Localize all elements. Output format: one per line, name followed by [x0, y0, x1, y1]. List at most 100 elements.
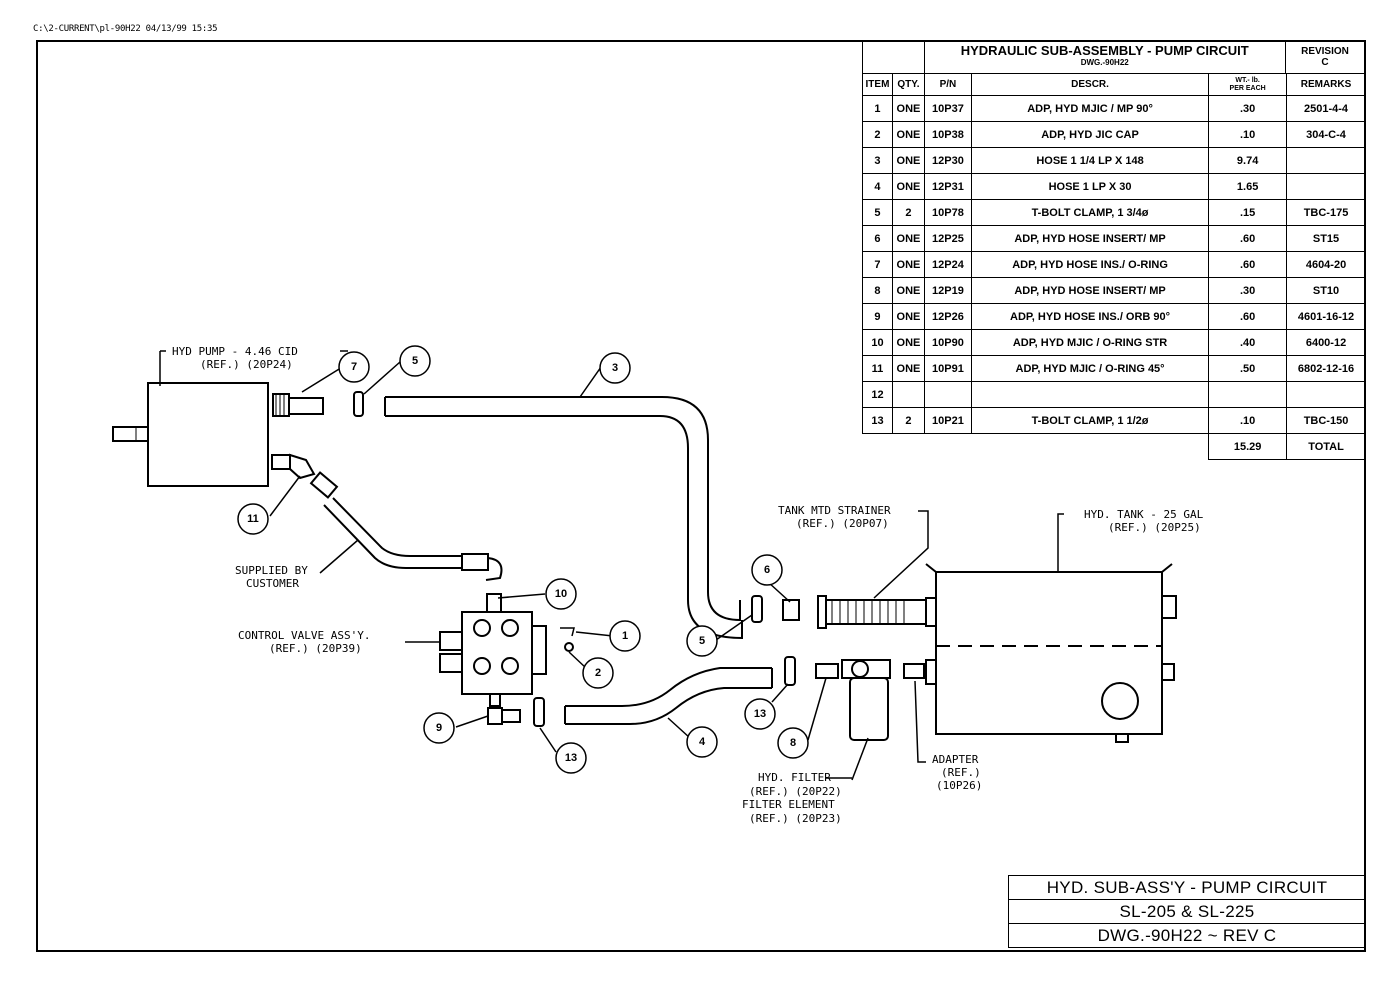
title-block-line3: DWG.-90H22 ~ REV C — [1008, 923, 1366, 948]
balloon-5-lower-text: 5 — [699, 635, 705, 647]
tank-label: HYD. TANK - 25 GAL — [1084, 508, 1204, 521]
bom-cell-descr: ADP, HYD HOSE INSERT/ MP — [970, 277, 1210, 304]
bom-cell-qty: 2 — [891, 407, 925, 434]
bom-cell-item: 6 — [862, 225, 893, 252]
bom-cell-qty: ONE — [891, 303, 925, 330]
bom-title: HYDRAULIC SUB-ASSEMBLY - PUMP CIRCUIT — [960, 43, 1249, 58]
adapter-label: ADAPTER — [932, 753, 979, 766]
balloon-7 — [338, 351, 370, 383]
strainer-ref: (REF.) (20P07) — [796, 517, 889, 530]
hose-4-outline — [565, 667, 772, 707]
bom-cell-qty: ONE — [891, 355, 925, 382]
bom-cell-qty: ONE — [891, 121, 925, 148]
bom-cell-descr: HOSE 1 LP X 30 — [970, 173, 1210, 200]
title-block: HYD. SUB-ASS'Y - PUMP CIRCUIT SL-205 & S… — [1008, 875, 1366, 948]
bom-cell-item: 1 — [862, 95, 893, 122]
title-block-line1: HYD. SUB-ASS'Y - PUMP CIRCUIT — [1008, 875, 1366, 900]
bom-cell-item: 2 — [862, 121, 893, 148]
balloon-13-right — [744, 698, 776, 730]
drawing-border — [36, 40, 1366, 952]
bom-cell-descr: ADP, HYD JIC CAP — [970, 121, 1210, 148]
balloon-4-text: 4 — [699, 736, 706, 748]
filter-element-label: FILTER ELEMENT — [742, 798, 835, 811]
balloon-2-text: 2 — [595, 667, 601, 679]
bom-cell-descr: HOSE 1 1/4 LP X 148 — [970, 147, 1210, 174]
bom-cell-descr: ADP, HYD HOSE INS./ ORB 90° — [970, 303, 1210, 330]
clamp-5-lower — [751, 595, 763, 623]
balloon-13-right-text: 13 — [754, 708, 766, 720]
bom-cell-remarks: 4604-20 — [1286, 251, 1366, 278]
fitting-11 — [271, 453, 316, 480]
clamp-5-top — [353, 391, 364, 417]
balloon-9-text: 9 — [436, 722, 442, 734]
revision-label: REVISION — [1301, 46, 1349, 57]
balloon-13-left-text: 13 — [565, 752, 577, 764]
bom-cell-descr: ADP, HYD MJIC / MP 90° — [970, 95, 1210, 122]
bom-cell-qty: 2 — [891, 199, 925, 226]
fitting-8 — [815, 663, 839, 679]
bom-cell-wt: 1.65 — [1208, 173, 1288, 200]
balloon-1 — [609, 620, 641, 652]
filter-element-ref: (REF.) (20P23) — [749, 812, 842, 825]
bom-cell-remarks: ST15 — [1286, 225, 1366, 252]
balloon-5-top — [399, 345, 431, 377]
control-valve — [439, 593, 575, 725]
bom-dwg-number: DWG.-90H22 — [1080, 58, 1129, 67]
bom-cell-pn: 10P91 — [923, 355, 972, 382]
hydraulic-filter — [841, 659, 891, 741]
clamp-13-right — [784, 656, 796, 686]
bom-cell-qty: ONE — [891, 225, 925, 252]
bom-cell-pn: 10P78 — [923, 199, 972, 226]
file-stamp: C:\2-CURRENT\pl-90H22 04/13/99 15:35 — [33, 24, 218, 34]
balloon-6-text: 6 — [764, 564, 770, 576]
balloon-13-left — [555, 742, 587, 774]
hydraulic-tank — [925, 563, 1177, 743]
bom-cell-descr: ADP, HYD MJIC / O-RING STR — [970, 329, 1210, 356]
customer-hose — [309, 471, 503, 581]
valve-label: CONTROL VALVE ASS'Y. — [238, 629, 370, 642]
customer-label-2: CUSTOMER — [246, 577, 299, 590]
bom-cell-item: 5 — [862, 199, 893, 226]
balloon-11-text: 11 — [247, 513, 259, 525]
bom-cell-descr: T-BOLT CLAMP, 1 3/4ø — [970, 199, 1210, 226]
adapter-fitting — [903, 663, 925, 679]
bom-cell-pn: 10P21 — [923, 407, 972, 434]
balloon-3 — [599, 352, 631, 384]
bom-cell-wt: .30 — [1208, 95, 1288, 122]
valve-ref: (REF.) (20P39) — [269, 642, 362, 655]
bom-cell-item: 7 — [862, 251, 893, 278]
tank-ref: (REF.) (20P25) — [1108, 521, 1201, 534]
bom-cell-pn: 10P38 — [923, 121, 972, 148]
bom-cell-item: 3 — [862, 147, 893, 174]
bom-cell-pn: 12P19 — [923, 277, 972, 304]
bom-cell-remarks: TBC-150 — [1286, 407, 1366, 434]
filter-label: HYD. FILTER — [758, 771, 831, 784]
balloon-8 — [777, 727, 809, 759]
balloon-2 — [582, 657, 614, 689]
revision-value: C — [1321, 57, 1329, 68]
balloon-7-text: 7 — [351, 361, 357, 373]
adapter-pn: (10P26) — [936, 779, 982, 792]
bom-total-row: 15.29 TOTAL — [862, 433, 1366, 460]
balloon-1-text: 1 — [622, 630, 628, 642]
balloon-10-text: 10 — [555, 588, 567, 600]
balloon-5-lower — [686, 625, 718, 657]
bom-cell-pn: 12P24 — [923, 251, 972, 278]
bom-cell-item: 4 — [862, 173, 893, 200]
balloon-4 — [686, 726, 718, 758]
bom-cell-pn: 10P90 — [923, 329, 972, 356]
bom-cell-pn: 12P30 — [923, 147, 972, 174]
hydraulic-pump — [112, 382, 269, 487]
bom-cell-remarks: 6802-12-16 — [1286, 355, 1366, 382]
bom-cell-remarks — [1286, 381, 1366, 408]
fitting-6 — [782, 599, 800, 621]
filter-ref: (REF.) (20P22) — [749, 785, 842, 798]
bom-cell-qty: ONE — [891, 173, 925, 200]
